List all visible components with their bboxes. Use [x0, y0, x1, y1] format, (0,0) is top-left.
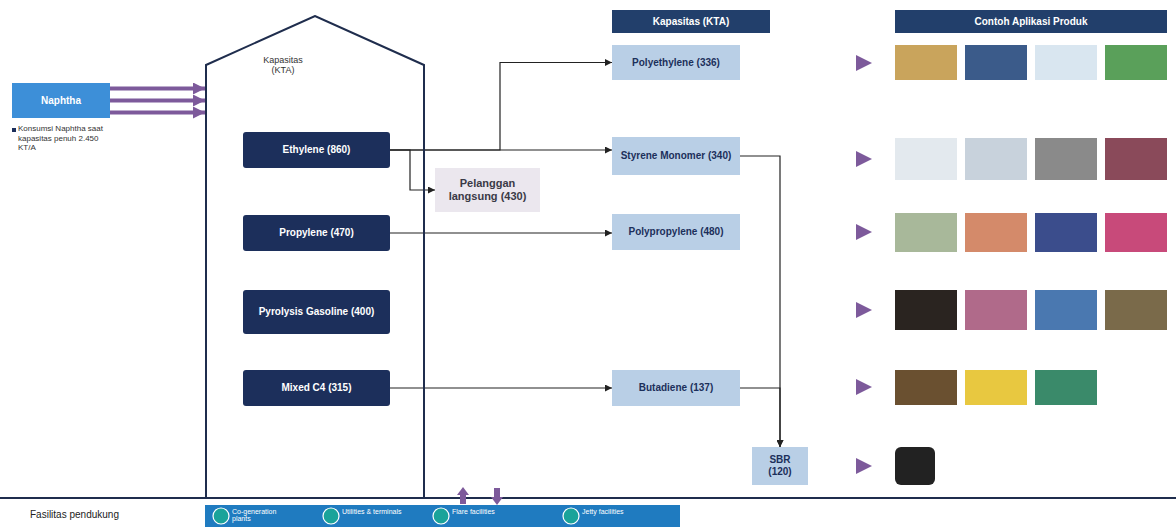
product-photo: [1105, 290, 1167, 330]
column-header: Kapasitas (KTA): [612, 10, 770, 33]
product-box: Pyrolysis Gasoline (400): [243, 290, 390, 334]
product-photo: [895, 213, 957, 252]
facility-icon: [213, 508, 229, 524]
flow-connector: [740, 156, 780, 447]
house-outline-path: [206, 16, 424, 499]
product-photo: [965, 45, 1027, 80]
node-text: Ethylene (860): [283, 144, 351, 156]
derivative-box: Butadiene (137): [612, 370, 740, 406]
product-photo: [895, 290, 957, 330]
product-photo: [965, 138, 1027, 180]
node-text: Kapasitas (KTA): [253, 55, 313, 76]
product-photo: [895, 138, 957, 180]
node-text: SBR (120): [758, 454, 802, 478]
section-label: Fasilitas pendukung: [30, 509, 170, 520]
derivative-box: Polyethylene (336): [612, 45, 740, 80]
product-photo: [1105, 138, 1167, 180]
product-photo: [965, 213, 1027, 252]
product-photo: [1035, 138, 1097, 180]
product-photo: [965, 370, 1027, 405]
node-text: Polyethylene (336): [632, 57, 720, 69]
feed-arrow: [110, 87, 205, 91]
ground-line: [0, 497, 1176, 499]
product-box: Propylene (470): [243, 215, 390, 251]
node-text: Styrene Monomer (340): [621, 150, 732, 162]
node-text: Butadiene (137): [639, 382, 713, 394]
column-header: Contoh Aplikasi Produk: [895, 10, 1167, 33]
facility-label: Co-generation plants: [232, 508, 294, 523]
tire-photo: [895, 447, 935, 485]
row-triangle: [856, 55, 872, 71]
node-text: Naphtha: [41, 95, 81, 107]
product-photo: [965, 290, 1027, 330]
node-text: Pyrolysis Gasoline (400): [259, 306, 375, 318]
derivative-box: Styrene Monomer (340): [612, 137, 740, 175]
customer-box: Pelanggan langsung (430): [435, 168, 540, 212]
plant-house: Kapasitas (KTA) Ethylene (860) Propylene (…: [205, 15, 425, 499]
node-text: Mixed C4 (315): [281, 382, 351, 394]
product-box: Ethylene (860): [243, 132, 390, 168]
flow-connector: [740, 388, 780, 447]
house-outline: [205, 15, 425, 499]
facility-icon: [563, 508, 579, 524]
row-triangle: [856, 302, 872, 318]
row-triangle: [856, 151, 872, 167]
product-photo: [895, 370, 957, 405]
node-text: Polypropylene (480): [628, 226, 723, 238]
row-triangle: [856, 224, 872, 240]
down-arrow: [491, 488, 503, 505]
node-text: Pelanggan langsung (430): [441, 177, 534, 203]
feed-arrow: [110, 99, 205, 103]
derivative-box: Polypropylene (480): [612, 214, 740, 250]
note-text: Konsumsi Naphtha saat kapasitas penuh 2.…: [18, 124, 110, 153]
node-text: Contoh Aplikasi Produk: [975, 16, 1088, 28]
node-text: Kapasitas (KTA): [653, 16, 730, 28]
facility-icon: [323, 508, 339, 524]
row-triangle: [856, 379, 872, 395]
product-box: Mixed C4 (315): [243, 370, 390, 406]
facility-label: Jetty facilities: [582, 508, 644, 515]
flow-connector: [390, 150, 435, 190]
product-photo: [895, 45, 957, 80]
facility-label: Utilities & terminals: [342, 508, 404, 515]
facility-icon: [433, 508, 449, 524]
feed-arrow: [110, 111, 205, 115]
product-photo: [1105, 45, 1167, 80]
product-photo: [1035, 290, 1097, 330]
facility-label: Flare facilities: [452, 508, 514, 515]
product-photo: [1035, 45, 1097, 80]
product-photo: [1035, 370, 1097, 405]
derivative-box: SBR (120): [752, 447, 808, 485]
product-photo: [1035, 213, 1097, 252]
row-triangle: [856, 458, 872, 474]
support-bar: [205, 505, 680, 527]
node-text: Propylene (470): [279, 227, 353, 239]
product-photo: [1105, 213, 1167, 252]
bullet-mark: [12, 128, 16, 132]
up-arrow: [457, 487, 469, 504]
feed-box: Naphtha: [12, 83, 110, 118]
